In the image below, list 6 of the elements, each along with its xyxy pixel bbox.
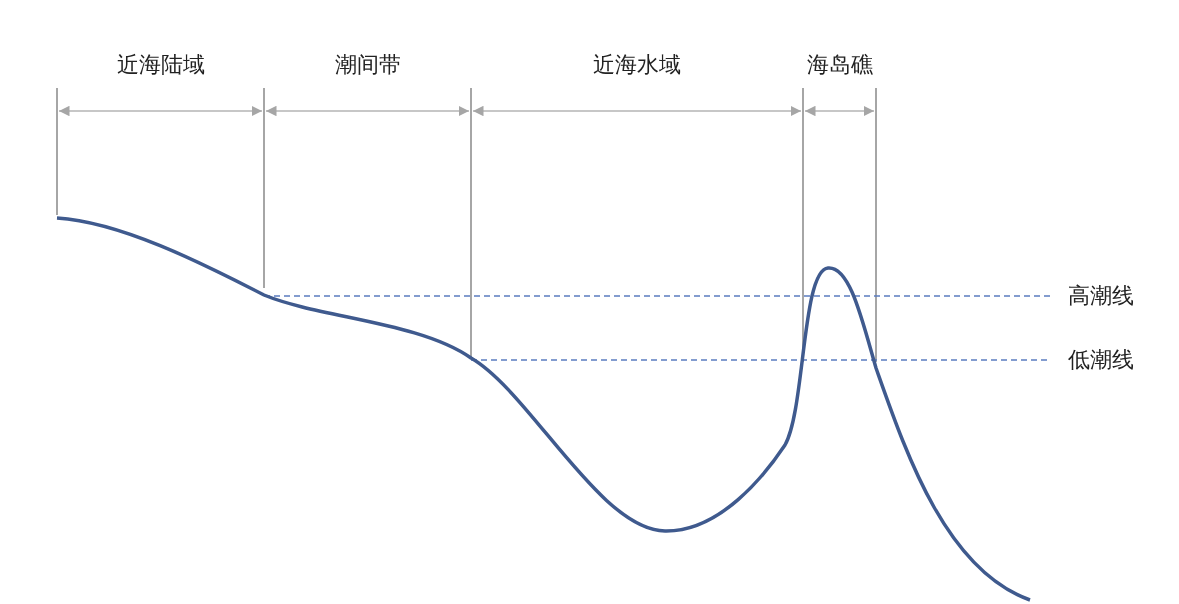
zone-label: 潮间带 [334, 54, 401, 76]
tide-line-label: 高潮线 [1068, 285, 1134, 307]
tide-line-label: 低潮线 [1068, 349, 1134, 371]
zone-label: 近海陆域 [116, 54, 205, 76]
zone-label: 海岛礁 [806, 54, 873, 76]
zone-label: 近海水域 [593, 54, 681, 76]
